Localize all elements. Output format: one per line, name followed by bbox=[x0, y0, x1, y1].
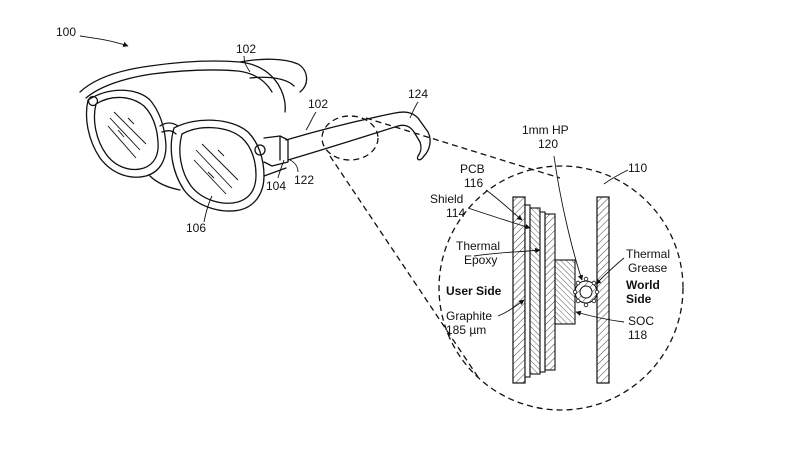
detail-circle bbox=[438, 165, 684, 411]
detail-region-circle bbox=[321, 115, 379, 161]
graphite-thickness: 185 µm bbox=[446, 323, 486, 337]
thermal-epoxy-label-2: Epoxy bbox=[464, 253, 497, 267]
ref-110-label: 110 bbox=[628, 161, 647, 175]
thermal-grease-label: Thermal bbox=[626, 247, 670, 261]
zoom-line-bottom bbox=[329, 155, 481, 381]
shield-ref: 114 bbox=[446, 206, 465, 220]
pcb-ref: 116 bbox=[464, 176, 483, 190]
thermal-epoxy-label: Thermal bbox=[456, 239, 500, 253]
world-side-label: World bbox=[626, 278, 660, 292]
cross-section bbox=[512, 196, 610, 384]
world-side-label-2: Side bbox=[626, 292, 652, 306]
soc-ref: 118 bbox=[628, 328, 647, 342]
zoom-line-top bbox=[365, 117, 561, 179]
soc-label: SOC bbox=[628, 314, 654, 328]
pcb-label: PCB bbox=[460, 162, 485, 176]
leader-lines bbox=[79, 35, 629, 323]
heat-pipe-label: 1mm HP bbox=[522, 123, 569, 137]
ref-102-top-label: 102 bbox=[236, 42, 256, 56]
heat-pipe-ref: 120 bbox=[538, 137, 558, 151]
thermal-grease-label-2: Grease bbox=[628, 261, 668, 275]
ref-104-label: 104 bbox=[266, 179, 286, 193]
shield-label: Shield bbox=[430, 192, 463, 206]
ref-102-side-label: 102 bbox=[308, 97, 328, 111]
ref-100-label: 100 bbox=[56, 25, 76, 39]
smart-glasses-drawing bbox=[79, 58, 431, 212]
graphite-label: Graphite bbox=[446, 309, 492, 323]
ref-122-label: 122 bbox=[294, 173, 314, 187]
ref-124-label: 124 bbox=[408, 87, 428, 101]
ref-106-label: 106 bbox=[186, 221, 206, 235]
user-side-label: User Side bbox=[446, 284, 502, 298]
